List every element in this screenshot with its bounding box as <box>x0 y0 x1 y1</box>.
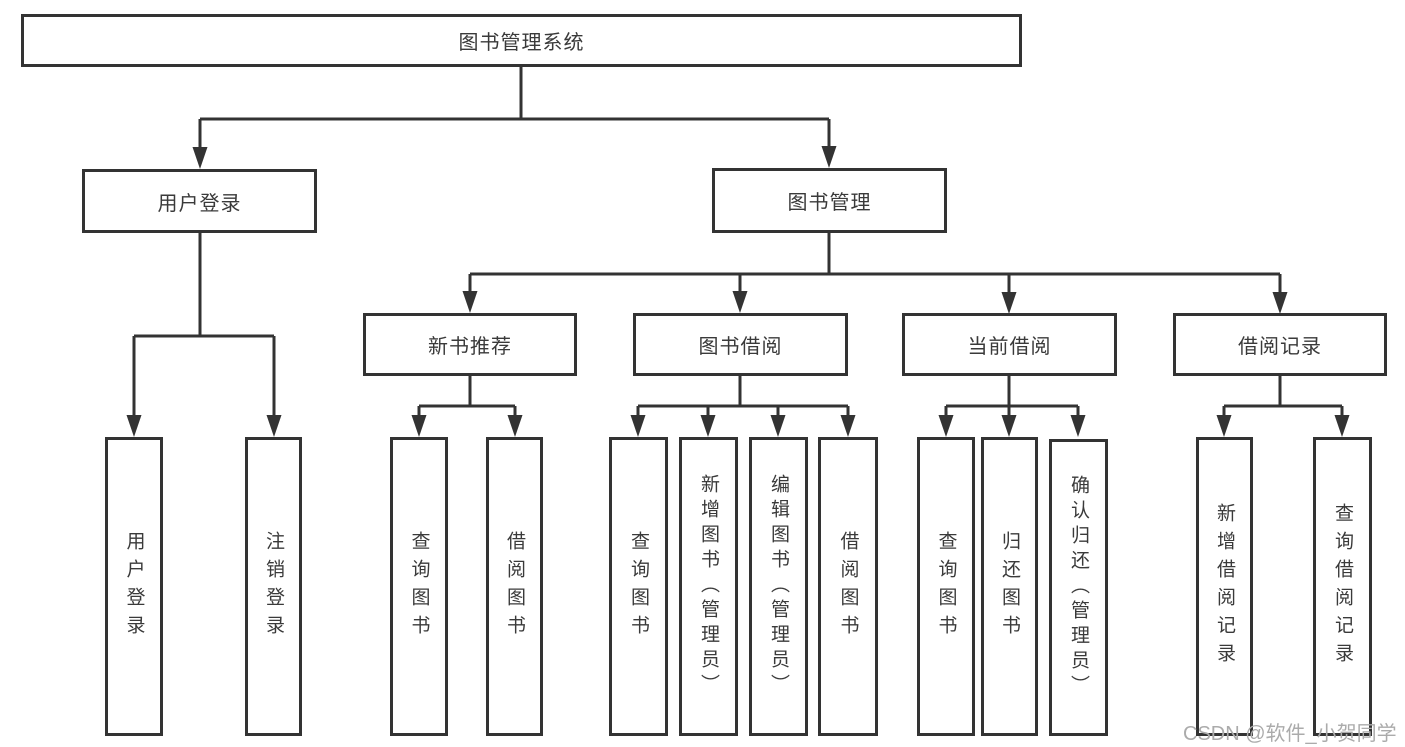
node-borrow-records: 借阅记录 <box>1173 313 1387 376</box>
leaf-query-borrow-record: 查询借阅记录 <box>1313 437 1372 736</box>
leaf-add-book-admin: 新增图书（管理员） <box>679 437 738 736</box>
leaf-borrow-book-recommend: 借阅图书 <box>486 437 543 736</box>
node-book-management: 图书管理 <box>712 168 947 233</box>
leaf-query-book-recommend: 查询图书 <box>390 437 448 736</box>
leaf-add-borrow-record: 新增借阅记录 <box>1196 437 1253 736</box>
leaf-logout: 注销登录 <box>245 437 302 736</box>
leaf-edit-book-admin: 编辑图书（管理员） <box>749 437 808 736</box>
connector-path <box>132 67 1344 417</box>
node-book-borrow: 图书借阅 <box>633 313 848 376</box>
leaf-borrow-book-borrow: 借阅图书 <box>818 437 878 736</box>
node-user-login: 用户登录 <box>82 169 317 233</box>
node-new-book-recommend: 新书推荐 <box>363 313 577 376</box>
watermark-text: CSDN @软件_小贺同学 <box>1183 723 1397 745</box>
node-root: 图书管理系统 <box>21 14 1022 67</box>
leaf-query-book-borrow: 查询图书 <box>609 437 668 736</box>
leaf-confirm-return-admin: 确认归还（管理员） <box>1049 439 1108 736</box>
node-current-borrow: 当前借阅 <box>902 313 1117 376</box>
arrowheads <box>126 146 1350 437</box>
leaf-return-book: 归还图书 <box>981 437 1038 736</box>
leaf-user-login: 用户登录 <box>105 437 163 736</box>
leaf-query-book-current: 查询图书 <box>917 437 975 736</box>
